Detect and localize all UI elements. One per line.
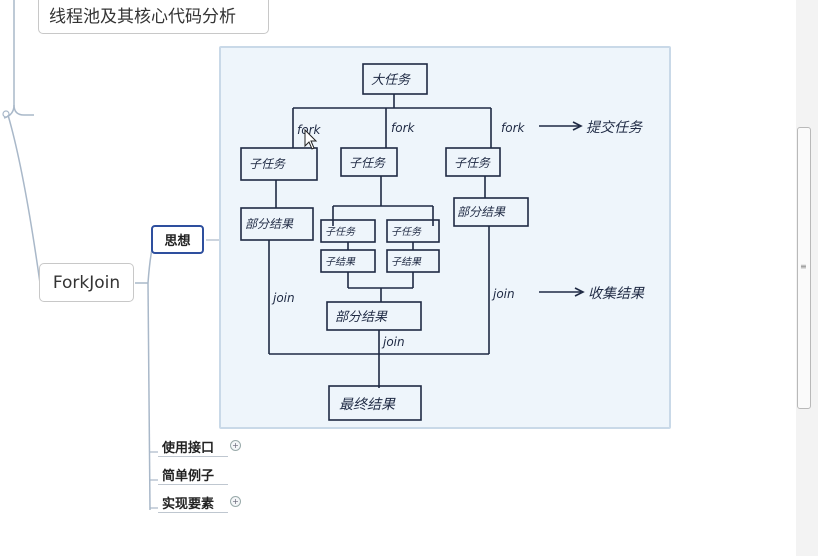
sketch-subtask-3: 子任务	[454, 156, 491, 170]
subtopic-api-underline	[158, 456, 228, 457]
sketch-final-result: 最终结果	[339, 397, 396, 413]
expand-elements-icon[interactable]: +	[230, 496, 241, 507]
sketch-join-note: 收集结果	[588, 286, 645, 302]
forkjoin-sketch-image[interactable]: 大任务 fork fork fork 提交任务 子任务 子任务 子任务 部分结果…	[219, 46, 671, 429]
subtopic-elements-underline	[158, 512, 228, 513]
sketch-fork-2: fork	[391, 121, 416, 135]
sketch-inner-result-1: 子结果	[325, 256, 356, 268]
topic-forkjoin-label: ForkJoin	[52, 272, 121, 293]
subtopic-example-label: 简单例子	[162, 469, 215, 484]
sketch-join-3: join	[491, 287, 515, 301]
scrollbar-grip-icon: ≡	[800, 262, 807, 271]
sketch-inner-result-2: 子结果	[391, 256, 422, 268]
subtopic-example-underline	[158, 484, 228, 485]
subtopic-example[interactable]: 简单例子	[162, 465, 214, 484]
topic-thread-pool-label: 线程池及其核心代码分析	[49, 6, 236, 27]
sketch-join-2: join	[381, 335, 405, 349]
subtopic-elements[interactable]: 实现要素	[162, 493, 214, 512]
mouse-cursor-icon	[304, 128, 318, 150]
sketch-big-task: 大任务	[371, 73, 411, 88]
sketch-partial-2: 部分结果	[457, 205, 506, 219]
sketch-fork-3: fork	[501, 121, 526, 135]
sketch-subtask-2: 子任务	[349, 156, 386, 170]
sketch-inner-subtask-1: 子任务	[325, 226, 356, 238]
subtopic-api-label: 使用接口	[162, 441, 215, 456]
subtopic-api[interactable]: 使用接口	[162, 437, 214, 456]
subtopic-elements-label: 实现要素	[162, 497, 215, 512]
topic-thread-pool[interactable]: 线程池及其核心代码分析	[38, 0, 269, 34]
subtopic-idea[interactable]: 思想	[151, 225, 204, 254]
subtopic-idea-label: 思想	[164, 234, 191, 249]
sketch-inner-subtask-2: 子任务	[391, 226, 422, 238]
expand-api-icon[interactable]: +	[230, 440, 241, 451]
sketch-join-1: join	[271, 291, 295, 305]
topic-forkjoin[interactable]: ForkJoin	[39, 263, 134, 302]
sketch-fork-note: 提交任务	[586, 120, 643, 136]
forkjoin-sketch: 大任务 fork fork fork 提交任务 子任务 子任务 子任务 部分结果…	[240, 63, 645, 421]
vertical-scrollbar-thumb[interactable]	[797, 127, 811, 409]
sketch-merged-result: 部分结果	[335, 310, 388, 325]
sketch-fork-1: fork	[297, 123, 322, 137]
sketch-subtask-1: 子任务	[249, 157, 286, 171]
sketch-partial-1: 部分结果	[245, 217, 294, 231]
